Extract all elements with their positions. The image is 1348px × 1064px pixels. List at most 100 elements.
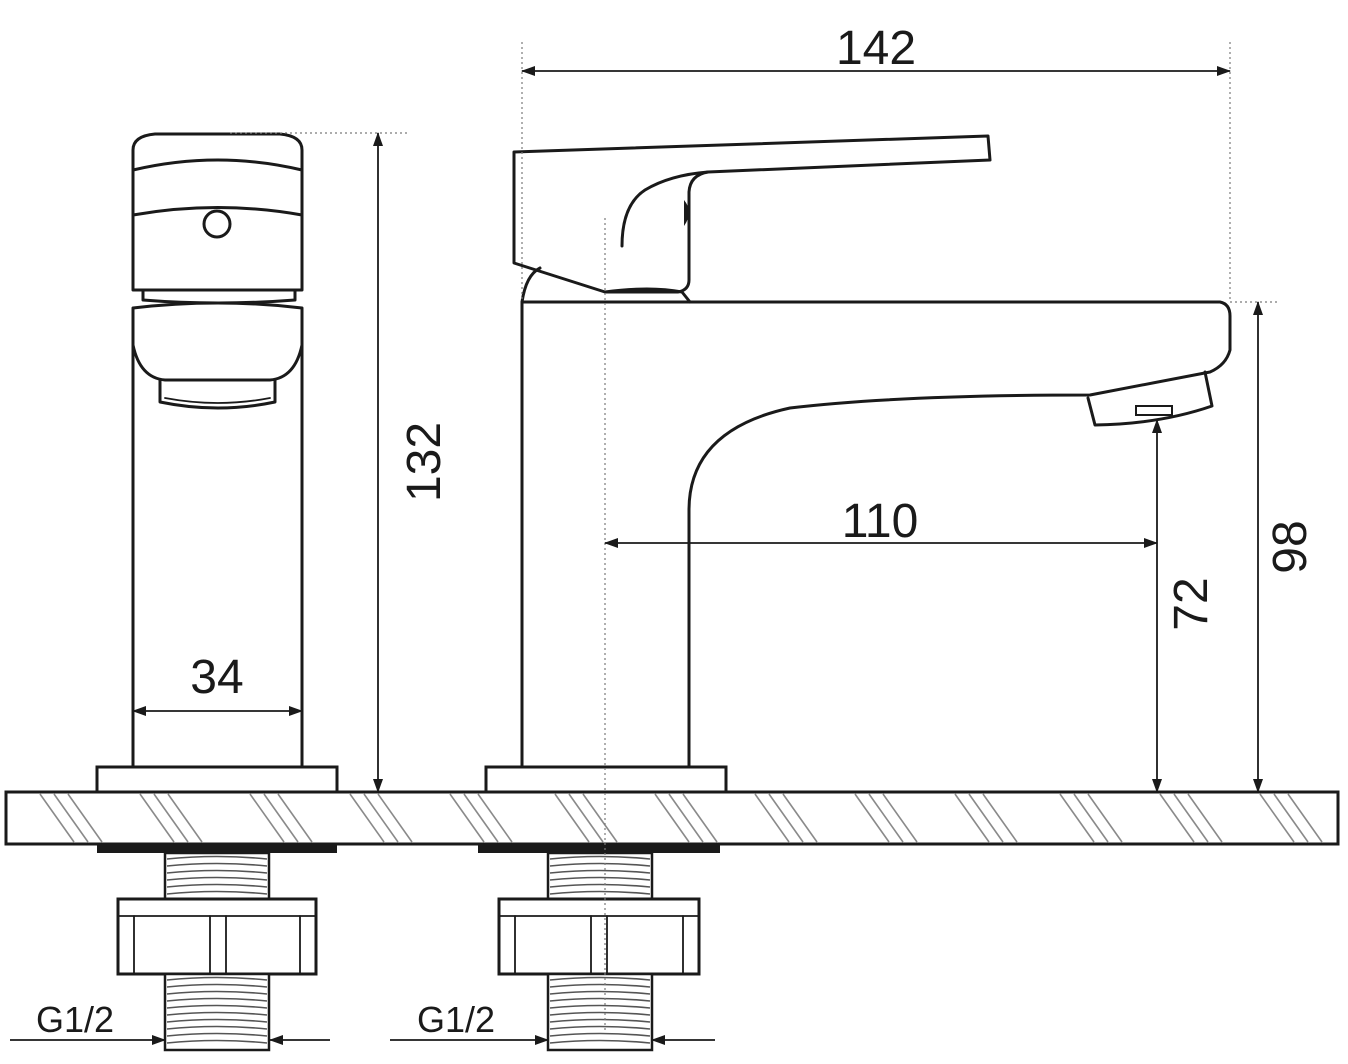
dim-body-width: 34 — [190, 651, 243, 704]
thread-turn — [549, 876, 651, 881]
hatch-stroke — [377, 793, 413, 843]
hatch-stroke — [39, 793, 75, 843]
thread-turn — [549, 983, 651, 988]
thread-turn — [549, 1011, 651, 1016]
hatch-stroke — [1173, 793, 1209, 843]
hatch-stroke — [982, 793, 1018, 843]
side-gasket — [97, 844, 337, 853]
thread-turn — [549, 1032, 651, 1037]
side-view — [95, 132, 339, 1052]
thread-turn — [549, 1018, 651, 1023]
front-gasket — [478, 844, 720, 853]
hatch-stroke — [1073, 793, 1109, 843]
aerator — [1086, 370, 1214, 427]
thread-turn — [166, 855, 268, 860]
dim-total-height: 132 — [398, 422, 451, 502]
side-upper-thread — [166, 855, 268, 895]
extension-lines — [230, 42, 1278, 1030]
hatch-stroke — [954, 793, 990, 843]
side-lower-thread — [166, 976, 268, 1044]
handle-indicator-hole — [202, 209, 232, 239]
thread-turn — [549, 890, 651, 895]
thread-turn — [549, 855, 651, 860]
side-cartridge-housing — [131, 301, 304, 382]
thread-turn — [166, 1018, 268, 1023]
hatch-stroke — [782, 793, 818, 843]
hatch-stroke — [768, 793, 804, 843]
hatch-stroke — [668, 793, 704, 843]
thread-turn — [166, 997, 268, 1002]
dim-spout-top-height: 98 — [1264, 520, 1317, 573]
front-lower-thread — [549, 976, 651, 1044]
hatch-stroke — [167, 793, 203, 843]
thread-turn — [549, 976, 651, 981]
side-mounting-nut — [116, 897, 318, 976]
thread-turn — [166, 883, 268, 888]
hatch-stroke — [1087, 793, 1123, 843]
hatch-stroke — [554, 793, 590, 843]
thread-turn — [549, 1004, 651, 1009]
thread-turn — [549, 1039, 651, 1044]
dim-spout-reach: 110 — [842, 495, 919, 548]
hatch-stroke — [1159, 793, 1195, 843]
thread-turn — [166, 983, 268, 988]
lever-handle — [512, 134, 992, 294]
thread-turn — [166, 1011, 268, 1016]
thread-turn — [166, 990, 268, 995]
thread-turn — [166, 976, 268, 981]
side-body — [131, 343, 304, 769]
front-base-flange — [484, 765, 728, 794]
thread-turn — [166, 890, 268, 895]
thread-turn — [549, 883, 651, 888]
thread-turn — [166, 862, 268, 867]
hatch-stroke — [682, 793, 718, 843]
thread-turn — [549, 862, 651, 867]
hatch-stroke — [249, 793, 285, 843]
side-base-flange — [95, 765, 339, 794]
slab-hatching — [39, 793, 1323, 843]
hatch-stroke — [1287, 793, 1323, 843]
thread-turn — [549, 990, 651, 995]
thread-turn — [549, 1025, 651, 1030]
hatch-stroke — [868, 793, 904, 843]
countertop-slab — [4, 790, 1340, 846]
hatch-stroke — [153, 793, 189, 843]
thread-turn — [166, 1025, 268, 1030]
hatch-stroke — [754, 793, 790, 843]
front-mounting-nut — [497, 897, 701, 976]
hatch-stroke — [67, 793, 103, 843]
hatch-stroke — [449, 793, 485, 843]
hatch-stroke — [277, 793, 313, 843]
thread-turn — [166, 1032, 268, 1037]
hatch-stroke — [1273, 793, 1309, 843]
hatch-stroke — [568, 793, 604, 843]
front-upper-thread — [549, 855, 651, 895]
dimension-lines — [10, 66, 1263, 1045]
thread-label-front: G1/2 — [417, 999, 495, 1040]
hatch-stroke — [139, 793, 175, 843]
thread-label-side: G1/2 — [36, 999, 114, 1040]
hatch-stroke — [263, 793, 299, 843]
hatch-stroke — [463, 793, 499, 843]
hatch-stroke — [349, 793, 385, 843]
hatch-stroke — [968, 793, 1004, 843]
thread-turn — [166, 1004, 268, 1009]
hatch-stroke — [854, 793, 890, 843]
hatch-stroke — [882, 793, 918, 843]
hatch-stroke — [477, 793, 513, 843]
thread-turn — [549, 869, 651, 874]
hatch-stroke — [53, 793, 89, 843]
hatch-stroke — [1259, 793, 1295, 843]
thread-turn — [549, 997, 651, 1002]
front-view — [478, 134, 1232, 1052]
thread-turn — [166, 876, 268, 881]
spout-body — [520, 300, 1232, 769]
thread-turn — [166, 869, 268, 874]
hatch-stroke — [1187, 793, 1223, 843]
dim-spout-clearance: 72 — [1165, 577, 1218, 630]
dim-overall-length: 142 — [836, 22, 916, 75]
hatch-stroke — [654, 793, 690, 843]
hatch-stroke — [363, 793, 399, 843]
side-handle-cap — [131, 132, 304, 292]
